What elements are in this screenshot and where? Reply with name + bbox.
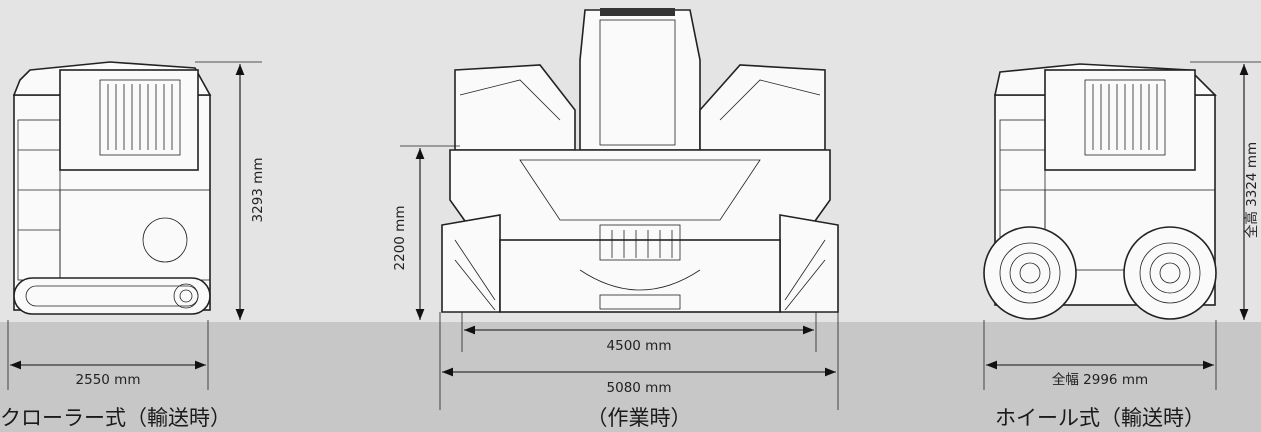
wheel-caption: ホイール式（輸送時） [995, 406, 1205, 430]
working-outer-width-label: 5080 mm [607, 380, 672, 396]
crawler-machine-drawing [12, 61, 212, 315]
working-caption: （作業時） [587, 406, 692, 430]
wheel-width-label: 全幅 2996 mm [1052, 371, 1148, 388]
working-height-label: 2200 mm [392, 206, 408, 271]
crawler-caption: クローラー式（輸送時） [0, 406, 231, 430]
ground-band [0, 322, 1261, 432]
working-inner-width-label: 4500 mm [607, 338, 672, 354]
crawler-width-label: 2550 mm [76, 372, 141, 388]
wheel-machine-drawing [983, 63, 1217, 320]
crawler-height-label: 3293 mm [250, 158, 266, 223]
wheel-height-label: 全高 3324 mm [1243, 142, 1260, 238]
working-machine-drawing [441, 8, 839, 313]
